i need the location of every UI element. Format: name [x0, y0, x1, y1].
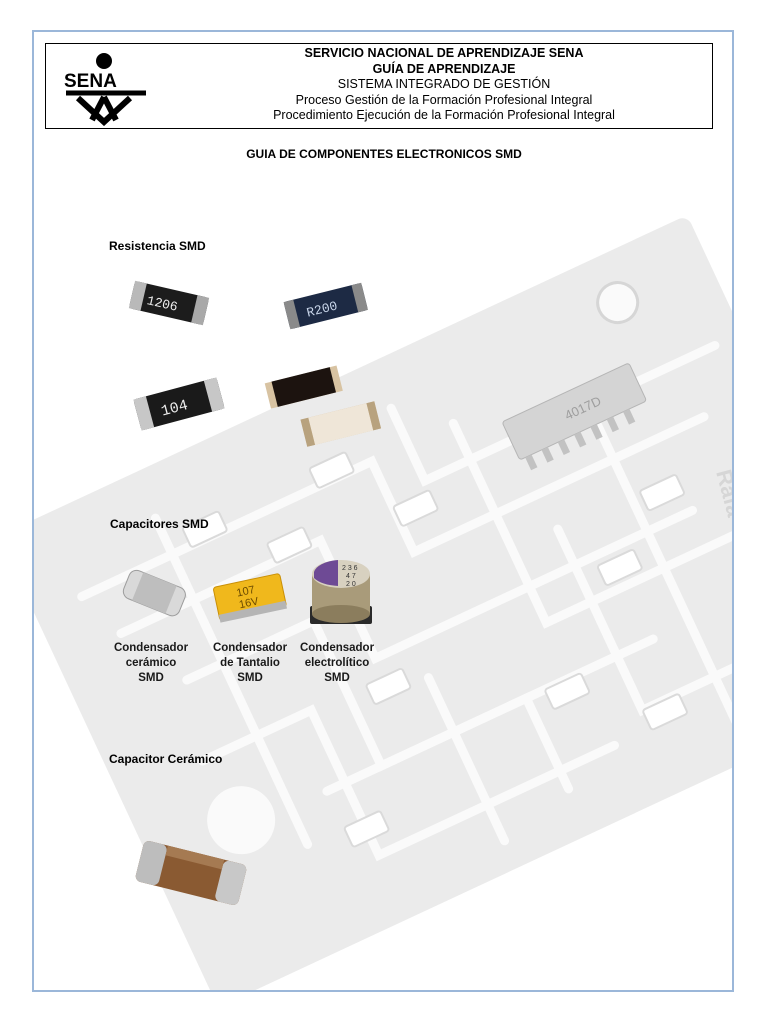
- electrolytic-capacitor-image: 2 3 6 4 7 2 0: [304, 556, 378, 635]
- caption-ceramico-line-3: SMD: [138, 672, 164, 684]
- header-line-3: SISTEMA INTEGRADO DE GESTIÓN: [337, 77, 551, 92]
- caption-electrolitico-line-2: electrolítico: [304, 657, 370, 669]
- electrolytic-marking-3: 2 0: [346, 581, 356, 588]
- sena-logo-text: SENA: [64, 71, 117, 92]
- document-title: GUIA DE COMPONENTES ELECTRONICOS SMD: [246, 147, 522, 161]
- resistor-black-chip-image: [262, 362, 346, 419]
- page-border: [32, 30, 734, 992]
- electrolytic-marking-1: 2 3 6: [342, 565, 358, 572]
- header-line-2: GUÍA DE APRENDIZAJE: [372, 61, 516, 76]
- section-resistencia: Resistencia SMD: [109, 239, 206, 253]
- caption-tantalio: Condensador de Tantalio SMD: [202, 641, 298, 686]
- ceramic-capacitor-large-image: [130, 832, 252, 919]
- electrolytic-marking-2: 4 7: [346, 573, 356, 580]
- caption-electrolitico-line-3: SMD: [324, 672, 350, 684]
- section-capacitor-ceramico: Capacitor Cerámico: [109, 752, 223, 766]
- resistor-white-chip-image: [298, 398, 384, 457]
- pcb-background: 4017D Rafa: [34, 32, 732, 990]
- resistor-1206-image: 1206: [126, 275, 212, 336]
- ceramic-capacitor-image: [118, 566, 190, 627]
- caption-ceramico: Condensador cerámico SMD: [103, 641, 199, 686]
- tantalum-marking-2: 16V: [238, 595, 260, 611]
- caption-tantalio-line-3: SMD: [237, 672, 263, 684]
- resistor-marking-1206: 1206: [145, 293, 179, 315]
- resistor-r200-image: R200: [280, 278, 372, 341]
- resistor-marking-r200: R200: [305, 298, 339, 320]
- caption-ceramico-line-1: Condensador: [113, 642, 189, 654]
- header-line-5: Procedimiento Ejecución de la Formación …: [273, 108, 615, 123]
- caption-electrolitico: Condensador electrolítico SMD: [289, 641, 385, 686]
- tantalum-marking-1: 107: [236, 584, 256, 600]
- header-box: SENA SERVICIO NACIONAL DE APRENDIZAJE SE…: [45, 43, 713, 129]
- caption-ceramico-line-2: cerámico: [125, 657, 177, 669]
- caption-electrolitico-line-1: Condensador: [299, 642, 375, 654]
- header-line-1: SERVICIO NACIONAL DE APRENDIZAJE SENA: [304, 46, 584, 60]
- sena-logo: SENA: [60, 50, 152, 127]
- resistor-104-image: 104: [130, 372, 228, 441]
- section-capacitores: Capacitores SMD: [110, 517, 209, 531]
- caption-tantalio-line-1: Condensador: [212, 642, 288, 654]
- caption-tantalio-line-2: de Tantalio: [220, 657, 280, 669]
- resistor-marking-104: 104: [159, 397, 189, 420]
- tantalum-capacitor-image: 107 16V: [210, 570, 290, 631]
- header-line-4: Proceso Gestión de la Formación Profesio…: [295, 92, 593, 107]
